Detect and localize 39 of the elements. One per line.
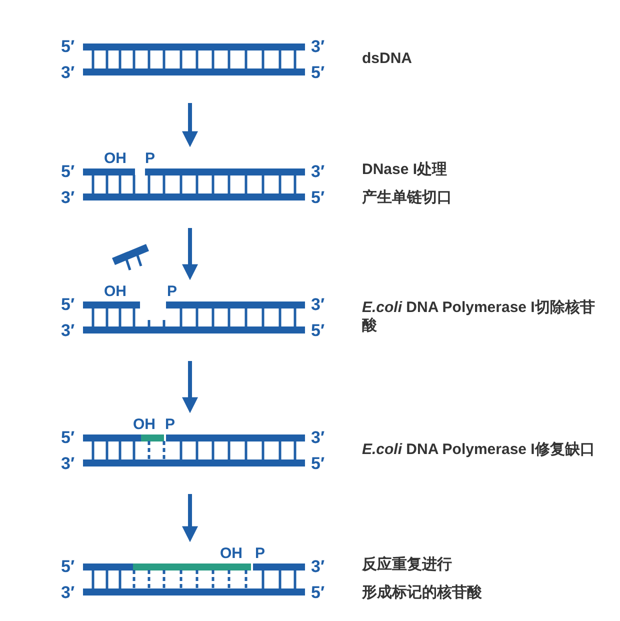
step-description: 形成标记的核苷酸	[362, 584, 483, 602]
strand-end-label: 3′	[61, 322, 75, 339]
strand-end-label: 3′	[311, 296, 325, 313]
strand-end-label: 5′	[61, 429, 75, 446]
strand-end-label: 3′	[61, 64, 75, 81]
arrow	[182, 228, 198, 280]
step-description: dsDNA	[362, 50, 414, 68]
end-group-label: P	[145, 151, 156, 166]
step-description: 反应重复进行	[362, 556, 453, 574]
step-description: E.coli DNA Polymerase I切除核苷酸	[362, 299, 596, 335]
end-group-label: P	[165, 417, 176, 432]
step-description: DNase I处理	[362, 161, 448, 179]
strand-end-label: 5′	[61, 296, 75, 313]
step-description: 产生单链切口	[362, 189, 453, 207]
end-group-label: OH	[133, 417, 156, 432]
step-description: E.coli DNA Polymerase I修复缺口	[362, 441, 596, 459]
strand-end-label: 3′	[61, 189, 75, 206]
arrow	[182, 361, 198, 414]
strand-end-label: 5′	[311, 584, 325, 601]
strand-end-label: 5′	[61, 558, 75, 575]
strand-end-label: 5′	[311, 322, 325, 339]
end-group-label: P	[167, 284, 178, 299]
strand-end-label: 3′	[311, 163, 325, 180]
arrow	[182, 494, 198, 542]
strand-end-label: 5′	[61, 163, 75, 180]
strand-end-label: 5′	[61, 38, 75, 55]
strand-end-label: 5′	[311, 64, 325, 81]
end-group-label: OH	[104, 284, 126, 299]
strand-end-label: 3′	[311, 429, 325, 446]
end-group-label: OH	[104, 151, 126, 166]
strand-end-label: 3′	[61, 584, 75, 601]
end-group-label: P	[255, 546, 266, 561]
strand-end-label: 5′	[311, 455, 325, 472]
strand-end-label: 5′	[311, 189, 325, 206]
arrow	[182, 103, 198, 148]
strand-end-label: 3′	[61, 455, 75, 472]
end-group-label: OH	[220, 546, 242, 561]
strand-end-label: 3′	[311, 38, 325, 55]
strand-end-label: 3′	[311, 558, 325, 575]
